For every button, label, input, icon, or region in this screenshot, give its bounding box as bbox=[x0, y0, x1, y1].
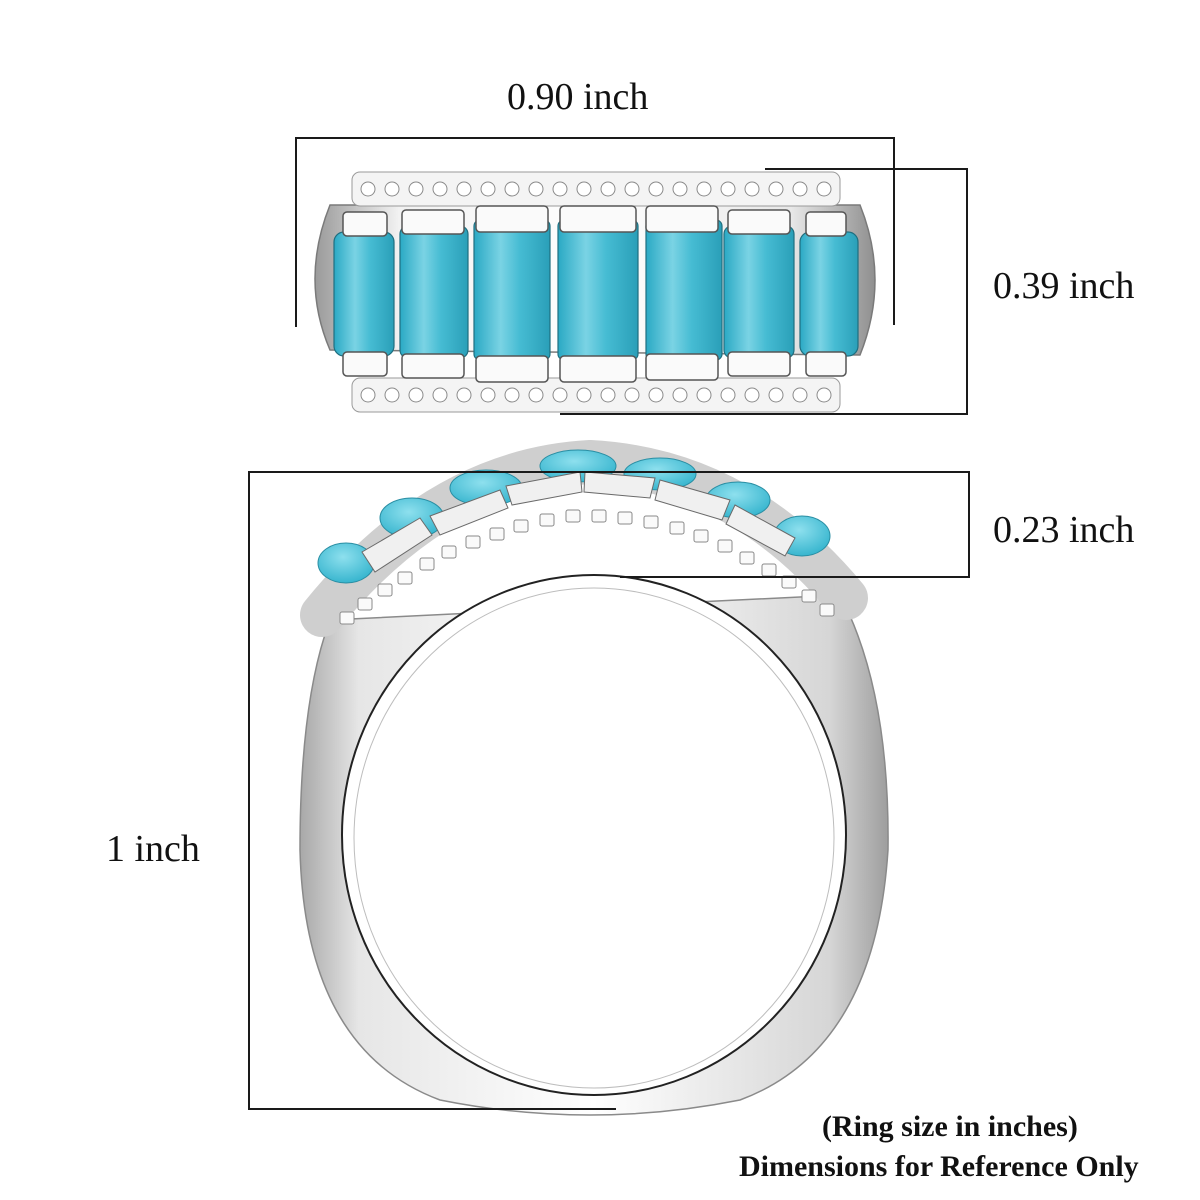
width-dimension-right-line bbox=[893, 137, 895, 325]
width-dimension-top-line bbox=[295, 137, 895, 139]
stone bbox=[473, 219, 551, 361]
stone bbox=[333, 231, 395, 357]
stone bbox=[645, 219, 723, 361]
ring-size-note: (Ring size in inches) bbox=[822, 1110, 1078, 1143]
stone bbox=[723, 225, 795, 359]
stone bbox=[399, 225, 469, 359]
reference-disclaimer: Dimensions for Reference Only bbox=[739, 1150, 1139, 1183]
depth-dimension-bottom-line bbox=[620, 576, 970, 578]
height-dimension-bottom-line bbox=[560, 413, 968, 415]
stone bbox=[799, 231, 859, 357]
height-dimension-label: 0.39 inch bbox=[993, 265, 1135, 307]
ring-height-bottom-line bbox=[248, 1108, 616, 1110]
depth-dimension-top-line bbox=[248, 471, 970, 473]
ring-side-view bbox=[299, 439, 889, 1116]
stone bbox=[557, 219, 639, 361]
ring-top-view bbox=[314, 171, 876, 413]
depth-dimension-right-line bbox=[968, 471, 970, 578]
depth-dimension-label: 0.23 inch bbox=[993, 509, 1135, 551]
height-dimension-right-line bbox=[966, 168, 968, 415]
width-dimension-left-line bbox=[295, 137, 297, 327]
ring-height-label: 1 inch bbox=[106, 828, 200, 870]
height-dimension-top-line bbox=[765, 168, 968, 170]
ring-height-left-line bbox=[248, 471, 250, 1110]
width-dimension-label: 0.90 inch bbox=[507, 76, 649, 118]
